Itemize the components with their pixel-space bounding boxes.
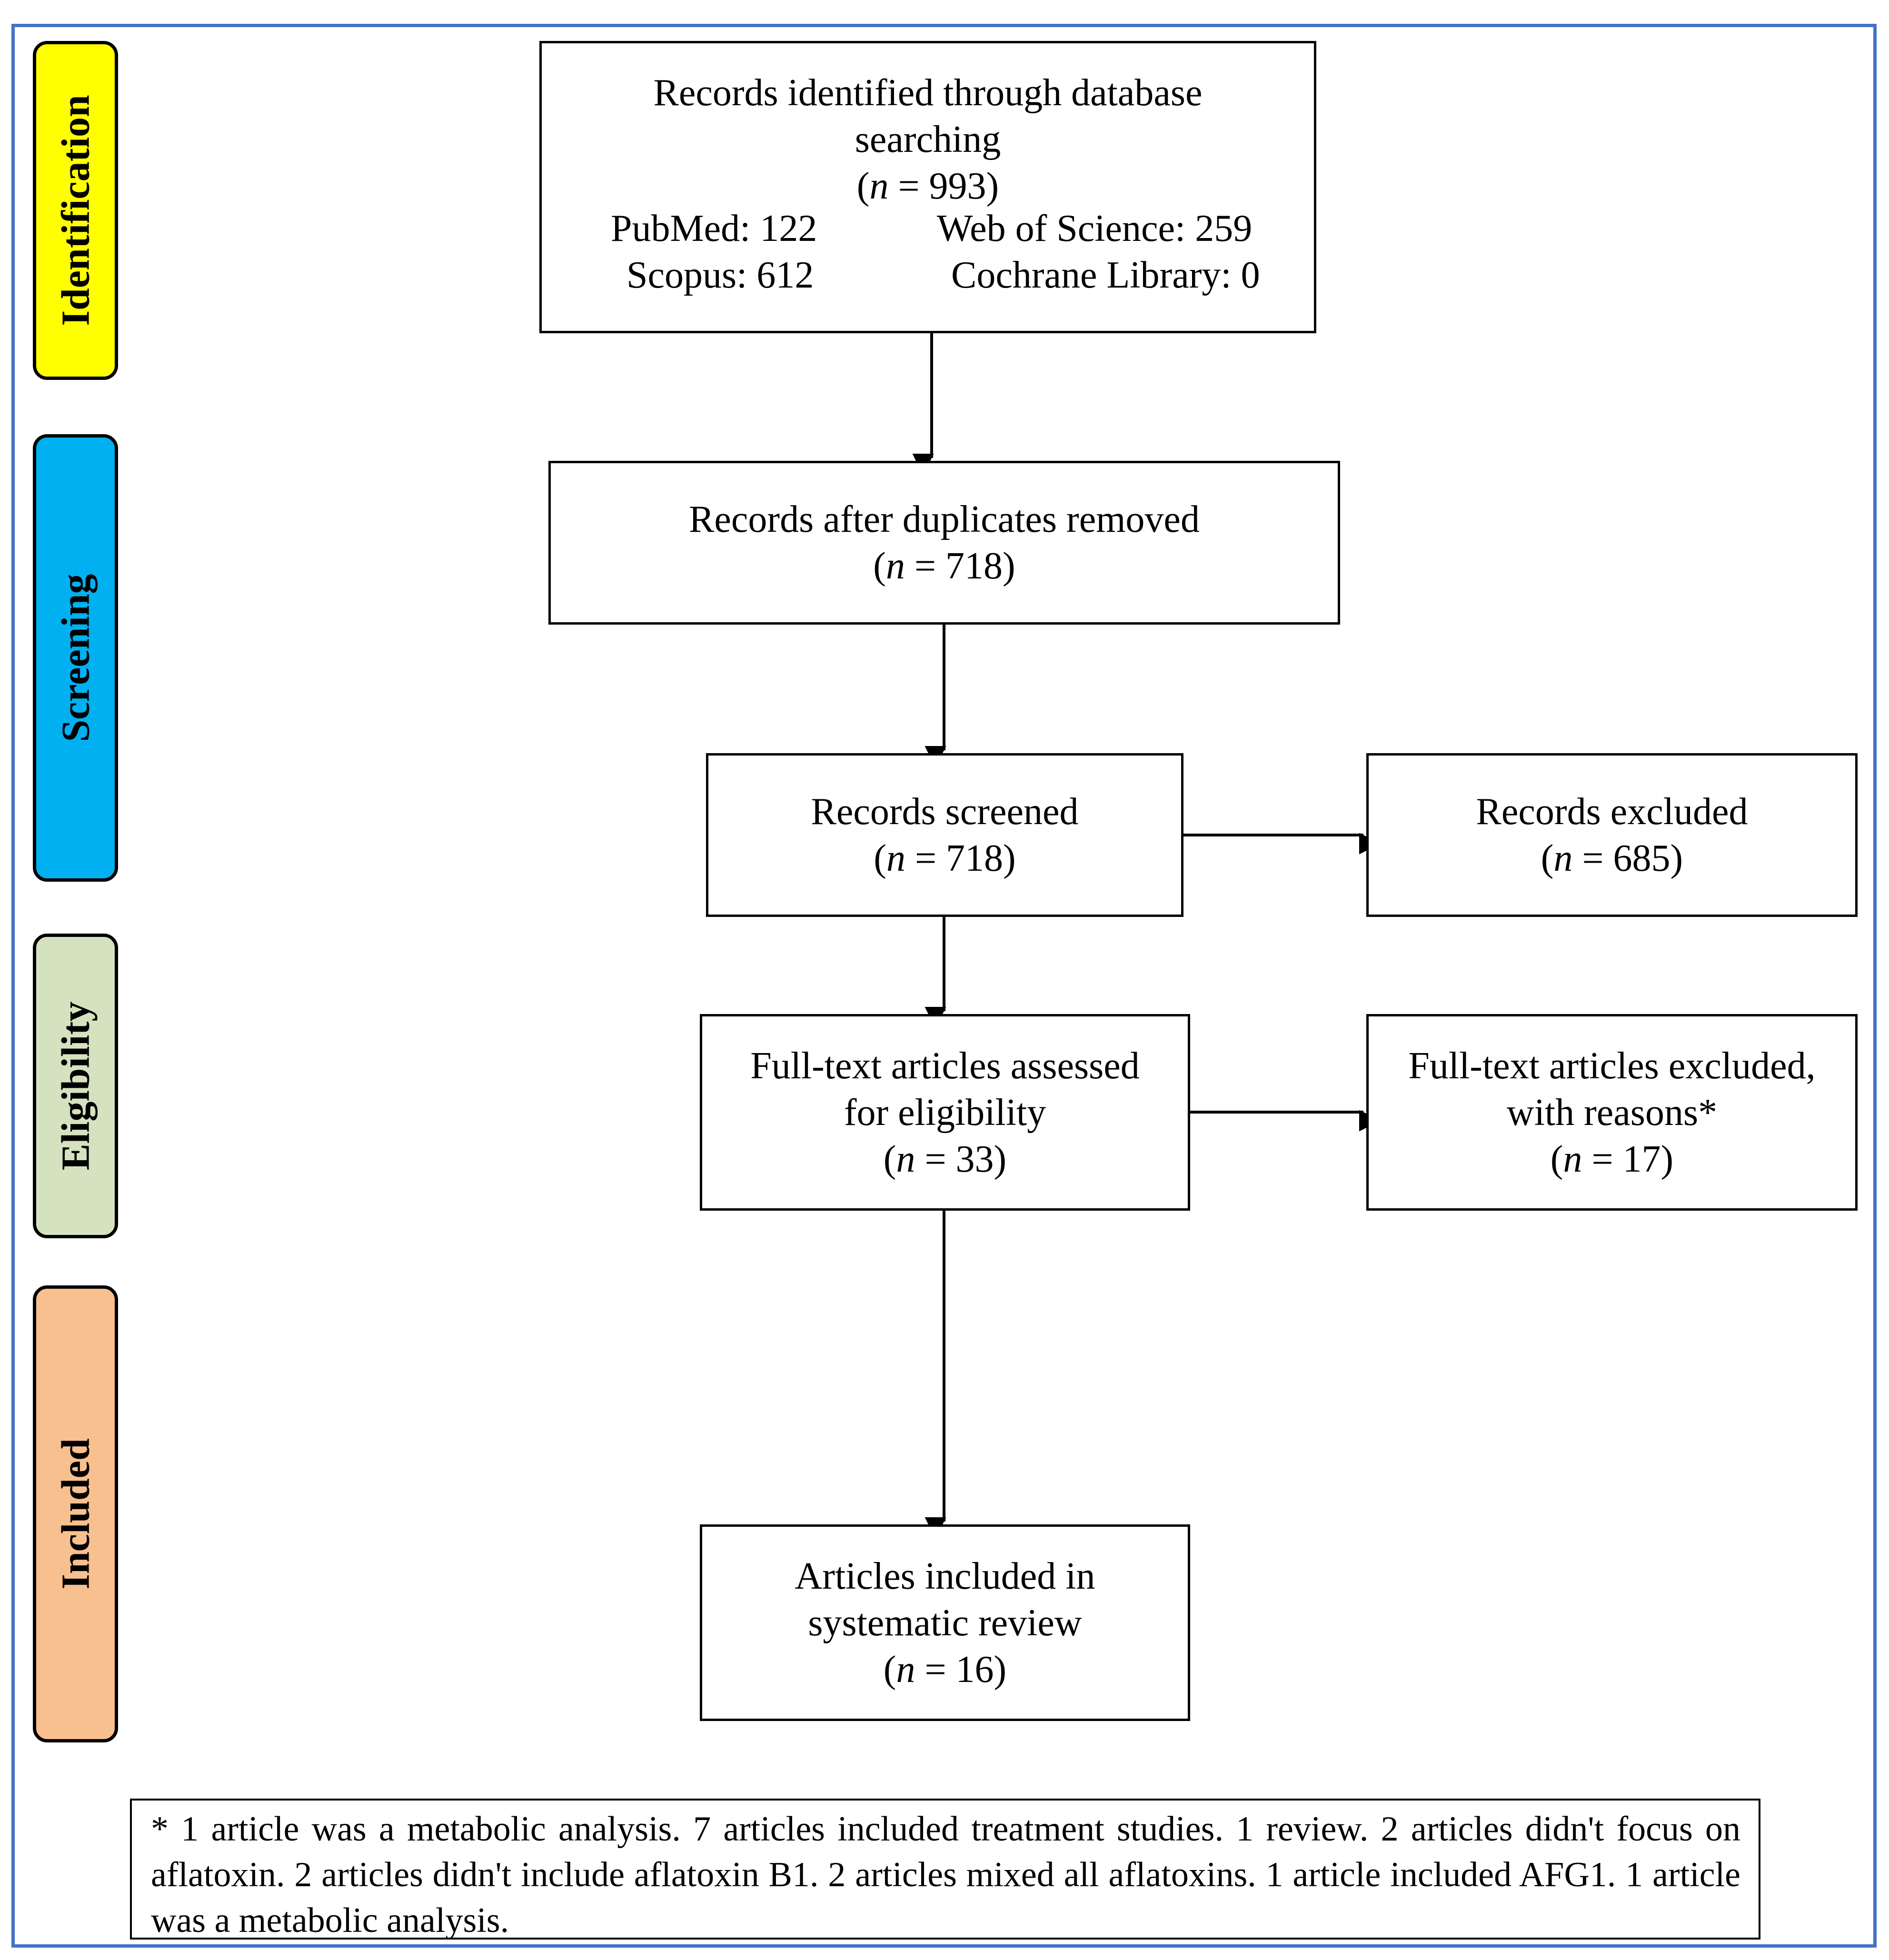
- stage-screening: Screening: [33, 434, 118, 882]
- ft-excluded-count: (n = 17): [1550, 1138, 1674, 1180]
- screened-line1: Records screened: [811, 791, 1079, 833]
- included-count: (n = 16): [883, 1648, 1007, 1691]
- identified-line2: searching: [855, 119, 1001, 160]
- box-records-excluded: Records excluded (n = 685): [1366, 753, 1858, 917]
- stage-included: Included: [33, 1285, 118, 1742]
- identified-count: (n = 993): [856, 165, 999, 207]
- box-records-identified: Records identified through database sear…: [539, 41, 1316, 333]
- dedup-count: (n = 718): [873, 545, 1015, 587]
- included-line2: systematic review: [808, 1602, 1082, 1644]
- source-web-of-science: Web of Science: 259: [937, 208, 1253, 249]
- records-excluded-line1: Records excluded: [1476, 791, 1748, 833]
- fulltext-count: (n = 33): [883, 1138, 1007, 1180]
- source-scopus: Scopus: 612: [626, 254, 814, 296]
- stage-eligibility: Eligibility: [33, 934, 118, 1238]
- footnote: * 1 article was a metabolic analysis. 7 …: [130, 1799, 1760, 1940]
- box-articles-included: Articles included in systematic review (…: [700, 1524, 1190, 1721]
- identified-line1: Records identified through database: [653, 72, 1203, 114]
- dedup-line1: Records after duplicates removed: [689, 498, 1200, 540]
- included-line1: Articles included in: [795, 1555, 1095, 1597]
- source-cochrane: Cochrane Library: 0: [951, 254, 1260, 296]
- box-records-after-duplicates: Records after duplicates removed (n = 71…: [548, 461, 1340, 625]
- ft-excluded-line2: with reasons*: [1506, 1091, 1718, 1134]
- screened-count: (n = 718): [874, 837, 1016, 879]
- ft-excluded-line1: Full-text articles excluded,: [1408, 1045, 1816, 1087]
- source-pubmed: PubMed: 122: [611, 208, 817, 249]
- stage-identification: Identification: [33, 41, 118, 380]
- diagram-frame: [11, 24, 1877, 1948]
- box-records-screened: Records screened (n = 718): [706, 753, 1183, 917]
- box-fulltext-assessed: Full-text articles assessed for eligibil…: [700, 1014, 1190, 1211]
- fulltext-line2: for eligibility: [844, 1091, 1046, 1134]
- records-excluded-count: (n = 685): [1541, 837, 1683, 879]
- box-fulltext-excluded: Full-text articles excluded, with reason…: [1366, 1014, 1858, 1211]
- fulltext-line1: Full-text articles assessed: [750, 1045, 1140, 1087]
